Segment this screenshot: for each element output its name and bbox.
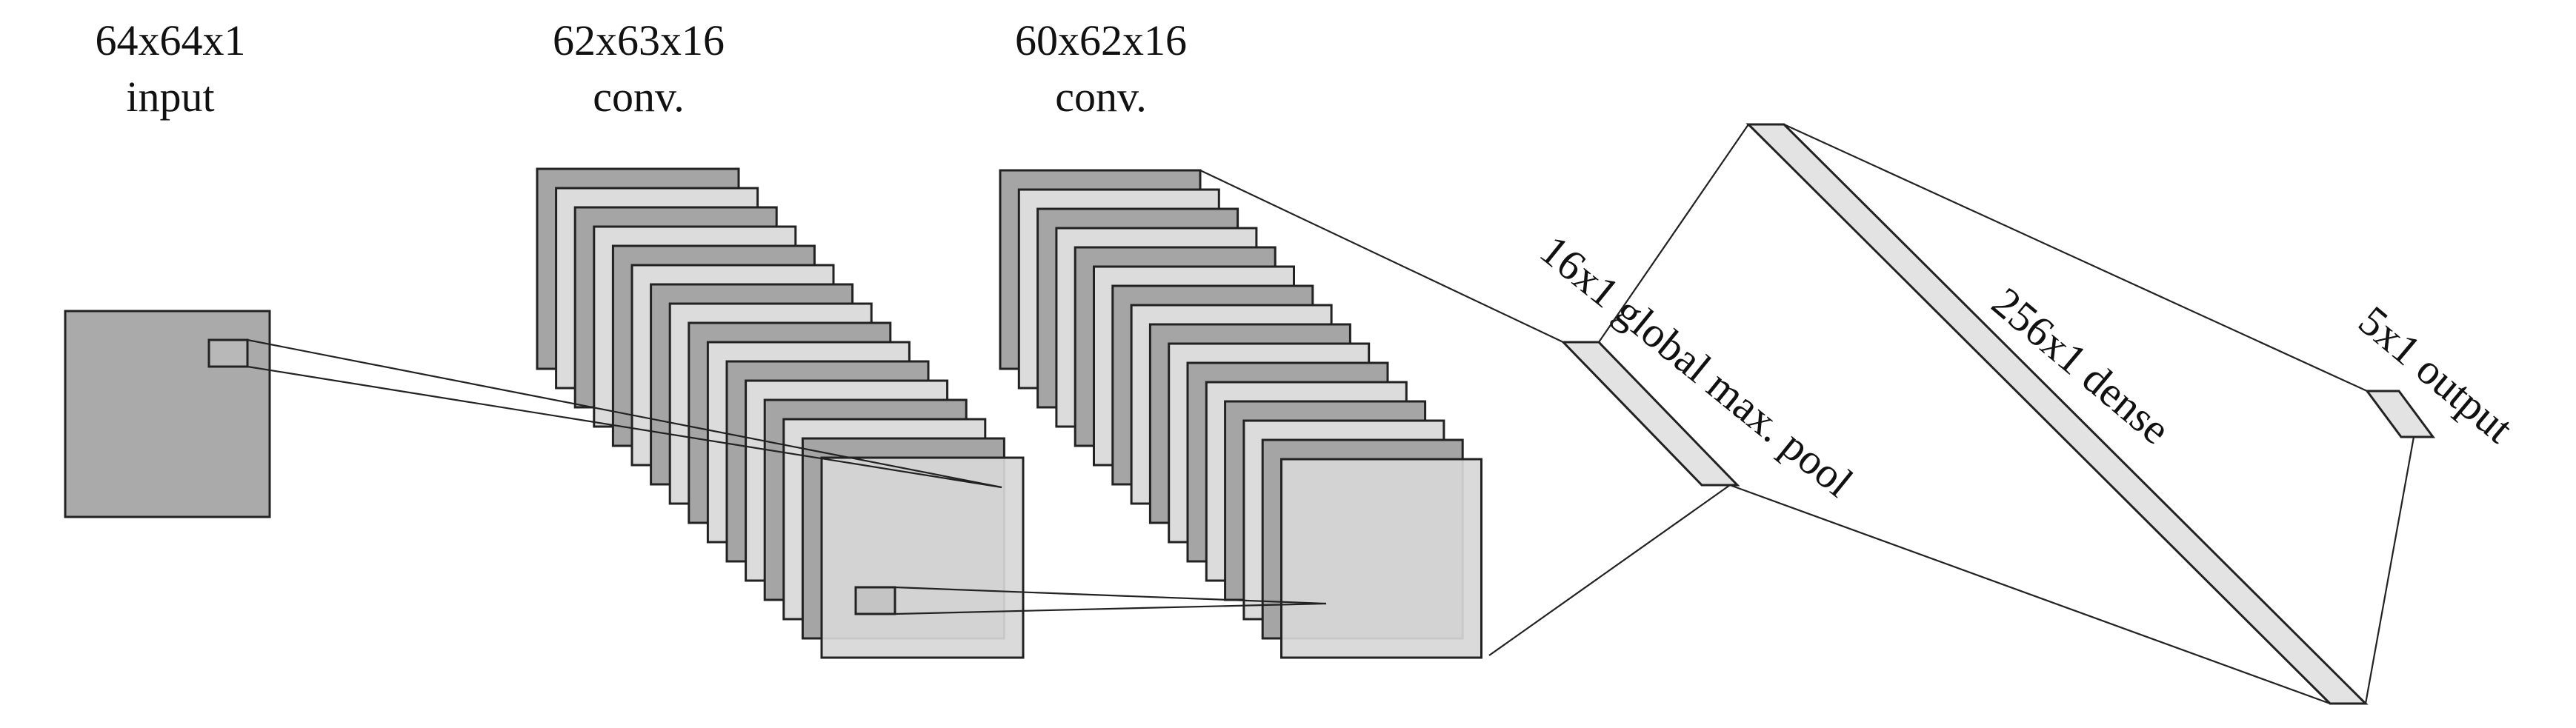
pool-vector [1560,341,1740,487]
input-size-label: 64x64x1 [96,16,246,64]
output-layer-label: 5x1 output [2350,296,2523,452]
edge-dense-to-output-lower [2364,436,2415,704]
edge-conv2-to-pool-lower [1488,484,1731,656]
conv1-kind-label: conv. [593,73,684,121]
edge-conv1-to-conv2-upper [894,586,1327,605]
dense-vector [1745,123,2369,705]
connection-lines [247,123,2415,705]
edge-pool-to-dense-upper [1598,124,1749,343]
conv2-feature-map-stack [999,169,1482,659]
edge-conv2-to-pool-upper [1199,170,1564,343]
edge-pool-to-dense-lower [1729,484,2331,705]
edge-input-to-conv1-lower [247,365,1002,489]
conv1-feature-map-stack [536,167,1025,659]
edge-dense-to-output-upper [1783,123,2368,393]
conv1-feature-map-16 [820,456,1025,659]
edge-conv1-to-conv2-lower [894,602,1327,615]
conv1-kernel-window [854,586,896,615]
output-vector [2365,390,2435,438]
conv2-kind-label: conv. [1055,73,1146,121]
input-kind-label: input [126,73,214,121]
edge-input-to-conv1-upper [247,338,1002,489]
conv2-size-label: 60x62x16 [1015,16,1187,64]
conv2-feature-map-16 [1280,458,1482,659]
input-kernel-window [207,338,249,368]
conv1-size-label: 62x63x16 [553,16,725,64]
